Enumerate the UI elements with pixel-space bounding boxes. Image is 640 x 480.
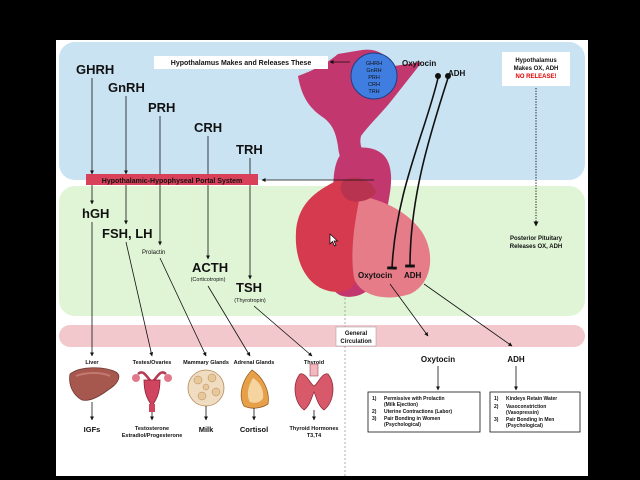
- oxytocin-pit-label: Oxytocin: [358, 271, 392, 280]
- adh-top-label: ADH: [448, 69, 466, 78]
- portal-system-banner: [86, 174, 258, 185]
- liver-label: Liver: [85, 360, 99, 366]
- adh-soma: [445, 73, 451, 79]
- acth-label: ACTH: [192, 260, 228, 275]
- adrenal-label: Adrenal Glands: [234, 360, 275, 366]
- posterior-pituitary: [352, 196, 431, 298]
- posterior-note-line1: Posterior Pituitary: [510, 236, 563, 242]
- adh-effect-3-line1: Pair Bonding in Men: [506, 417, 554, 423]
- tsh-sub-label: (Thyrotropin): [234, 298, 266, 304]
- hypothalamus-note-box: [502, 52, 570, 86]
- oxytocin-effect-2-num: 2): [372, 409, 377, 415]
- testosterone-label: Testosterone: [135, 426, 169, 432]
- oxytocin-effect-2-line1: Uterine Contractions (Labor): [384, 409, 452, 415]
- estradiol-label: Estradiol/Progesterone: [122, 433, 183, 439]
- mouse-cursor-icon: [329, 233, 339, 247]
- trh-label: TRH: [236, 142, 263, 157]
- adh-effect-2-num: 2): [494, 404, 499, 410]
- adh-effect-2-line1: Vasoconstriction: [506, 404, 546, 410]
- oxytocin-effect-3-line1: Pair Bonding in Women: [384, 416, 440, 422]
- adh-effects-box: [489, 391, 581, 433]
- adh-pit-label: ADH: [404, 271, 422, 280]
- prolactin-to-mammary: [159, 257, 207, 357]
- oxytocin-effect-1-num: 1): [372, 396, 377, 402]
- oxytocin-release-arrow: [389, 283, 429, 337]
- circle-hormone-gnrh: GnRH: [366, 68, 381, 74]
- hypothalamus-note-line3: NO RELEASE!: [515, 74, 556, 80]
- tsh-to-thyroid: [253, 305, 313, 357]
- prolactin-label: Prolactin: [142, 250, 165, 256]
- adh-release-arrow: [423, 283, 513, 347]
- adh-effect-1-num: 1): [494, 396, 499, 402]
- hypothalamus-makes-text: Hypothalamus Makes and Releases These: [171, 60, 312, 67]
- oxytocin-neuron: [387, 77, 439, 270]
- infundibulum: [340, 177, 376, 202]
- oxytocin-effect-3-num: 3): [372, 416, 377, 422]
- oxytocin-effect-1-line2: (Milk Ejection): [384, 402, 418, 408]
- t3t4-label: T3,T4: [307, 433, 322, 439]
- oxytocin-soma: [435, 73, 441, 79]
- circle-hormone-ghrh: GHRH: [366, 61, 382, 67]
- prh-label: PRH: [148, 100, 175, 115]
- acth-to-adrenal: [207, 285, 251, 357]
- thyroid-illustration: [294, 363, 334, 411]
- gnrh-label: GnRH: [108, 80, 145, 95]
- oxytocin-effect-1-line1: Permissive with Prolactin: [384, 396, 445, 402]
- cortisol-label: Cortisol: [240, 425, 268, 434]
- fsh-to-testes: [125, 241, 154, 357]
- liver-illustration: [69, 367, 120, 401]
- circle-hormone-prh: PRH: [368, 75, 380, 81]
- adh-effects-list: 1) Kindeys Retain Water 2) Vasoconstrict…: [494, 396, 557, 429]
- circle-hormone-trh: TRH: [368, 89, 379, 95]
- igfs-label: IGFs: [84, 425, 101, 434]
- portal-system-text: Hypothalamic-Hypophyseal Portal System: [102, 178, 242, 185]
- crh-label: CRH: [194, 120, 222, 135]
- adh-effect-2-line2: (Vasopressin): [506, 410, 539, 416]
- hypothalamus-circle: [350, 52, 398, 100]
- general-circulation-box: [335, 326, 377, 347]
- testes-label: Testes/Ovaries: [133, 360, 172, 366]
- mammary-label: Mammary Glands: [183, 360, 229, 366]
- oxytocin-circ-label: Oxytocin: [421, 355, 455, 364]
- oxytocin-effect-3-line2: (Psychological): [384, 422, 421, 428]
- oxytocin-effects-box: [367, 391, 481, 433]
- thyroid-label: Thyroid: [304, 360, 324, 366]
- tsh-label: TSH: [236, 280, 262, 295]
- diagram-canvas: GHRH GnRH PRH CRH TRH Hypothalamus Makes…: [56, 40, 588, 476]
- adh-effect-3-line2: (Psychological): [506, 423, 543, 429]
- adh-effect-1-line1: Kindeys Retain Water: [506, 396, 557, 402]
- hypothalamus-note-line2: Makes OX, ADH: [514, 66, 559, 72]
- adh-circ-label: ADH: [507, 355, 525, 364]
- oxytocin-top-label: Oxytocin: [402, 59, 436, 68]
- acth-sub-label: (Corticotropin): [191, 277, 226, 283]
- milk-label: Milk: [199, 425, 214, 434]
- hgh-label: hGH: [82, 206, 109, 221]
- posterior-note-line2: Releases OX, ADH: [510, 244, 562, 250]
- adrenal-illustration: [240, 369, 269, 409]
- ghrh-label: GHRH: [76, 62, 114, 77]
- oxytocin-effects-list: 1) Permissive with Prolactin (Milk Eject…: [372, 396, 452, 428]
- general-circulation-line1: General: [345, 331, 368, 337]
- circulation-band: [59, 325, 585, 347]
- diagram-svg: GHRH GnRH PRH CRH TRH Hypothalamus Makes…: [59, 42, 585, 476]
- uterus-illustration: [132, 371, 172, 412]
- hypothalamus-note-line1: Hypothalamus: [515, 58, 557, 64]
- mammary-illustration: [187, 369, 225, 407]
- adh-neuron: [405, 77, 449, 268]
- fsh-lh-label: FSH, LH: [102, 226, 153, 241]
- adh-effect-3-num: 3): [494, 417, 499, 423]
- thyroid-hormones-label: Thyroid Hormones: [290, 426, 339, 432]
- circle-hormone-crh: CRH: [368, 82, 380, 88]
- general-circulation-line2: Circulation: [340, 339, 372, 345]
- hypothalamus-makes-banner: [154, 56, 328, 69]
